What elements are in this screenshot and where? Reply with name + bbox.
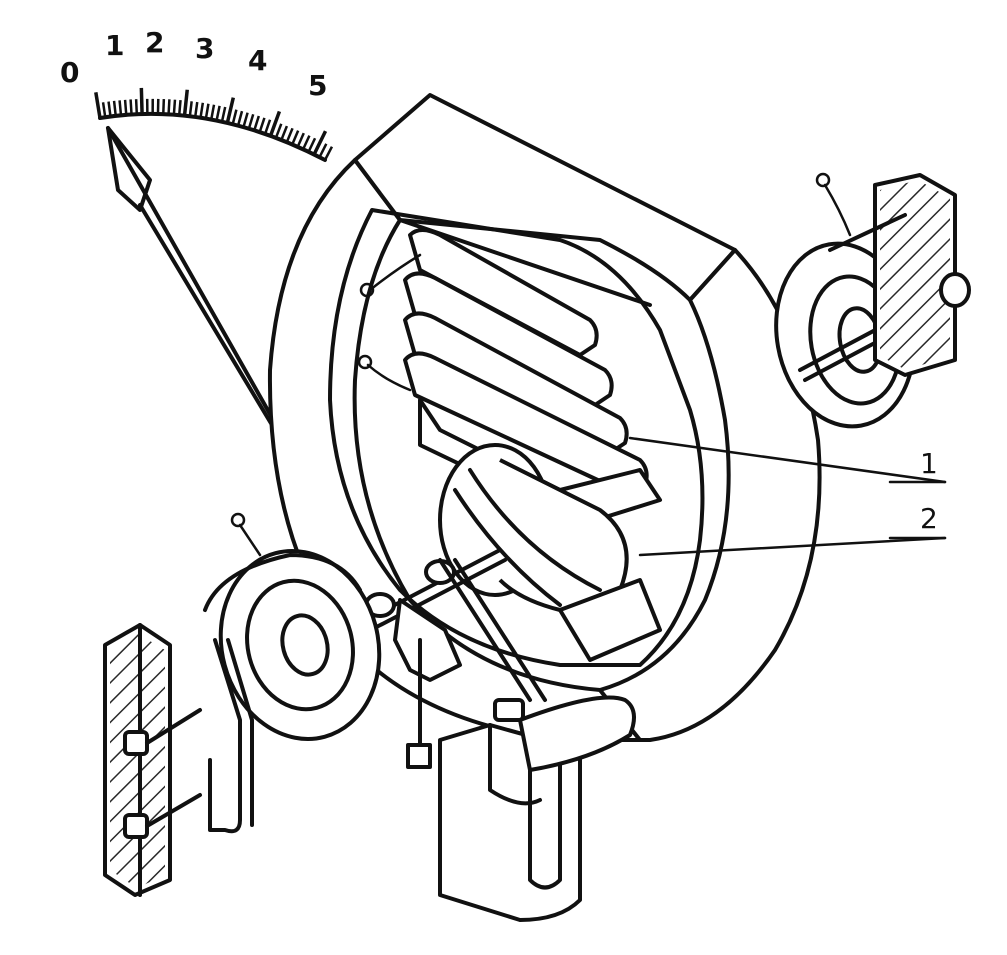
scale-label-2: 2 xyxy=(145,26,164,59)
scale-tick xyxy=(281,126,287,140)
scale-tick xyxy=(233,110,237,125)
scale-label-0: 0 xyxy=(60,56,79,89)
scale-tick xyxy=(276,124,281,138)
scale-tick xyxy=(195,102,197,117)
scale-tick xyxy=(201,103,203,118)
scale-tick xyxy=(103,102,105,117)
scale-tick xyxy=(325,147,332,160)
scale-label-4: 4 xyxy=(248,44,267,77)
scale-label-3: 3 xyxy=(195,32,214,65)
scale-label-5: 5 xyxy=(308,69,327,102)
scale-tick xyxy=(287,128,293,142)
scale-tick xyxy=(114,101,116,116)
scale-ticks xyxy=(96,88,332,160)
callout-label-2: 2 xyxy=(920,502,938,535)
scale-tick xyxy=(136,99,137,114)
scale-tick xyxy=(179,100,180,115)
scale-tick xyxy=(254,116,259,130)
scale-dial: 0 1 2 3 4 5 xyxy=(60,26,332,160)
scale-tick xyxy=(131,99,132,114)
scale-tick xyxy=(309,138,315,152)
scale-tick xyxy=(190,101,192,116)
scale-tick xyxy=(169,99,170,114)
scale-tick xyxy=(211,105,214,120)
scale-tick xyxy=(303,136,309,150)
scale-tick xyxy=(217,106,220,121)
scale-arc xyxy=(100,114,325,160)
scale-tick xyxy=(292,131,298,145)
scale-tick xyxy=(227,98,233,123)
scale-label-1: 1 xyxy=(105,29,124,62)
scale-tick xyxy=(125,100,126,115)
scale-tick xyxy=(163,99,164,114)
scale-tick xyxy=(222,107,225,122)
scale-tick xyxy=(109,102,111,117)
scale-tick xyxy=(96,92,100,118)
scale-tick xyxy=(265,120,270,134)
scale-tick xyxy=(120,100,121,115)
scale-tick xyxy=(141,88,142,114)
scale-tick xyxy=(238,111,242,125)
scale-tick xyxy=(320,144,327,157)
left-bracket xyxy=(105,625,200,895)
callout-label-1: 1 xyxy=(920,447,938,480)
scale-tick xyxy=(249,114,253,128)
pivot-screw xyxy=(408,745,430,767)
scale-tick xyxy=(260,118,265,132)
scale-tick xyxy=(185,90,188,116)
scale-tick xyxy=(243,113,247,127)
scale-tick xyxy=(298,133,304,147)
scale-tick xyxy=(206,104,209,119)
scale-tick xyxy=(174,100,175,115)
damper xyxy=(440,698,634,921)
